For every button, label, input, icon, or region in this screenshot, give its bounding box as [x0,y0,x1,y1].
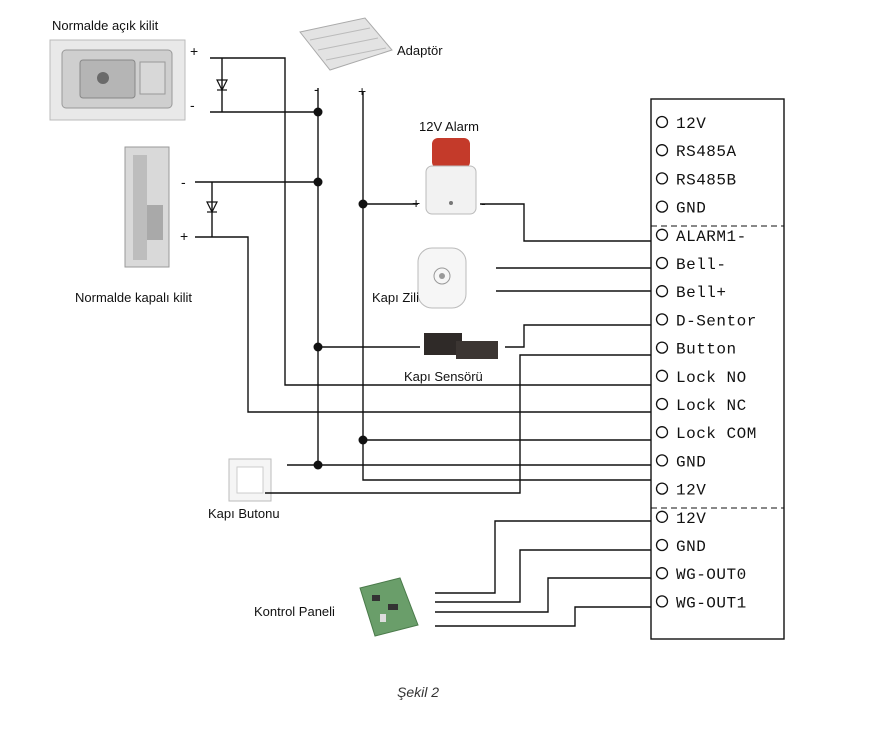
terminal-row: Lock COM [655,425,757,443]
no-lock-plus: + [190,43,198,59]
adapter-minus: - [314,81,319,97]
terminal-label: Bell- [676,256,727,274]
terminal-screw-icon [655,369,669,382]
terminal-screw-icon [655,397,669,411]
terminal-row: Lock NC [655,397,747,415]
terminal-screw-icon [655,482,669,495]
terminal-label: WG-OUT1 [676,594,747,612]
terminal-row: 12V [655,115,706,133]
alarm-siren-image [425,138,477,215]
terminal-label: Lock COM [676,425,757,443]
terminal-row: RS485B [655,171,737,189]
door-sensor-image [424,333,498,359]
terminal-label: 12V [676,510,706,528]
terminal-row: WG-OUT0 [655,566,747,584]
terminal-screw-icon [655,341,669,354]
terminal-label: WG-OUT0 [676,566,747,584]
terminal-row: RS485A [655,143,737,161]
alarm-minus: - [481,195,486,211]
terminal-label: Lock NC [676,397,747,415]
terminal-screw-icon [655,144,669,157]
terminal-row: Bell- [655,256,727,274]
wires [195,57,651,627]
terminal-label: GND [676,200,706,218]
terminal-label: 12V [676,482,706,500]
terminal-screw-icon [655,172,669,185]
terminal-row: D-Sentor [655,312,757,330]
no-lock-label: Normalde açık kilit [52,18,159,33]
terminal-label: RS485A [676,143,737,161]
button-label: Kapı Butonu [208,506,280,521]
terminal-screw-icon [655,567,669,580]
alarm-plus: + [412,195,420,211]
normally-closed-lock-image [124,146,170,268]
nc-lock-label: Normalde kapalı kilit [75,290,192,305]
terminal-screw-icon [655,595,669,608]
adapter-label: Adaptör [397,43,443,58]
terminal-row: GND [655,453,706,471]
nc-lock-plus: + [180,228,188,244]
terminal-screw-icon [655,200,669,213]
terminal-row: ALARM1- [655,228,747,246]
control-panel-image [359,577,419,637]
adapter-image [299,17,393,71]
door-bell-image [417,247,467,309]
terminal-screw-icon [655,510,669,523]
terminal-label: Bell+ [676,284,727,302]
terminal-label: GND [676,453,706,471]
terminal-label: D-Sentor [676,312,757,330]
no-lock-minus: - [190,97,195,113]
terminal-screw-icon [655,426,669,439]
panel-label: Kontrol Paneli [254,604,335,619]
terminal-screw-icon [655,454,669,467]
terminal-label: Lock NO [676,369,747,387]
terminal-screw-icon [655,538,669,552]
terminal-row: Button [655,341,737,359]
terminal-row: GND [655,200,706,218]
door-button-image [228,458,272,502]
terminal-row: GND [655,538,706,556]
terminal-row: 12V [655,482,706,500]
terminal-block: 12V RS485A RS485B GND ALARM1- Bell- Bell+ D-Sen… [650,98,785,640]
nc-lock-minus: - [181,174,186,190]
terminal-screw-icon [655,115,669,129]
bell-label: Kapı Zili [372,290,419,305]
terminal-screw-icon [655,313,669,326]
normally-open-lock-image [49,39,186,121]
adapter-plus: + [358,83,366,99]
terminal-label: RS485B [676,171,737,189]
terminal-label: 12V [676,115,706,133]
terminal-row: WG-OUT1 [655,594,747,612]
terminal-screw-icon [655,256,669,270]
alarm-label: 12V Alarm [419,119,479,134]
terminal-screw-icon [655,285,669,298]
terminal-label: GND [676,538,706,556]
terminal-screw-icon [655,228,669,241]
sensor-label: Kapı Sensörü [404,369,483,384]
terminal-label: ALARM1- [676,228,747,246]
terminal-row: Bell+ [655,284,727,302]
terminal-row: 12V [655,510,706,528]
terminal-row: Lock NO [655,369,747,387]
terminal-label: Button [676,341,737,359]
polarity-marks: + - - + - + + - [180,43,486,244]
figure-caption: Şekil 2 [397,684,439,700]
